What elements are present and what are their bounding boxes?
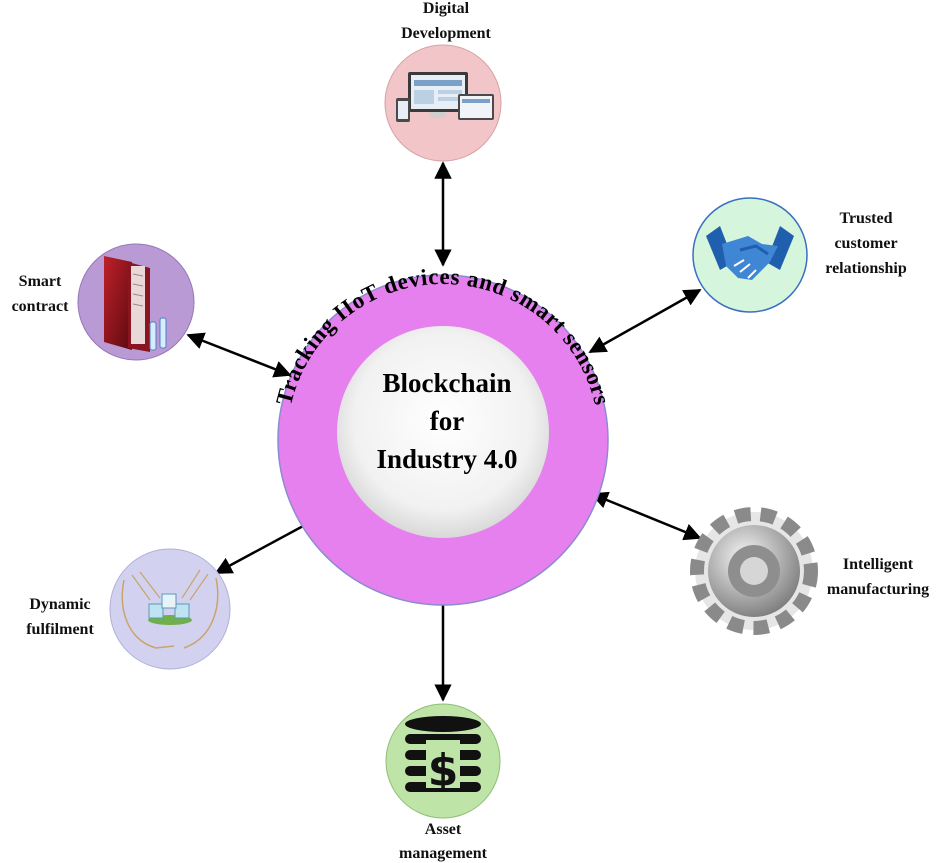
digital-label-line-1: Digital <box>423 0 470 17</box>
arrow-trusted <box>588 288 702 354</box>
center-title-line-3: Industry 4.0 <box>376 444 517 474</box>
dynamic-label-line-2: fulfilment <box>26 621 94 638</box>
dynamic-label-line-1: Dynamic <box>29 596 90 613</box>
intelligent-label-line-2: manufacturing <box>827 581 929 598</box>
arrow-dynamic <box>214 516 320 575</box>
asset-label-line-2: management <box>399 845 488 862</box>
node-digital-development: Digital Development <box>384 0 502 162</box>
node-dynamic-fulfilment: Dynamic fulfilment <box>26 548 231 670</box>
smart-label-line-2: contract <box>12 298 70 315</box>
node-trusted-customer-relationship: Trusted customer relationship <box>692 197 907 313</box>
svg-text:$: $ <box>428 745 459 796</box>
hands-blocks-icon <box>121 569 219 649</box>
arrow-intelligent <box>590 491 702 541</box>
intelligent-label-line-1: Intelligent <box>843 556 914 573</box>
node-smart-contract: Smart contract <box>12 243 195 361</box>
asset-label-line-1: Asset <box>425 821 462 838</box>
devices-icon <box>396 72 494 122</box>
center-node: Tracking IIoT devices and smart sensors … <box>271 264 614 606</box>
trusted-label-line-3: relationship <box>825 260 907 277</box>
center-inner-circle <box>337 326 549 538</box>
handshake-icon <box>706 226 794 280</box>
node-intelligent-manufacturing: Intelligent manufacturing <box>690 507 929 635</box>
dynamic-circle <box>109 548 231 670</box>
trusted-label-line-2: customer <box>834 235 897 252</box>
digital-label-line-2: Development <box>401 25 491 42</box>
center-title-line-1: Blockchain <box>382 368 511 398</box>
trusted-label-line-1: Trusted <box>839 210 892 227</box>
node-asset-management: $ Asset management <box>385 703 501 862</box>
center-title-line-2: for <box>430 406 464 436</box>
gear-icon <box>690 507 818 635</box>
dollar-database-icon: $ <box>405 716 481 796</box>
arrow-smart <box>186 332 292 378</box>
smart-label-line-1: Smart <box>19 273 62 290</box>
folder-document-icon <box>104 256 167 352</box>
